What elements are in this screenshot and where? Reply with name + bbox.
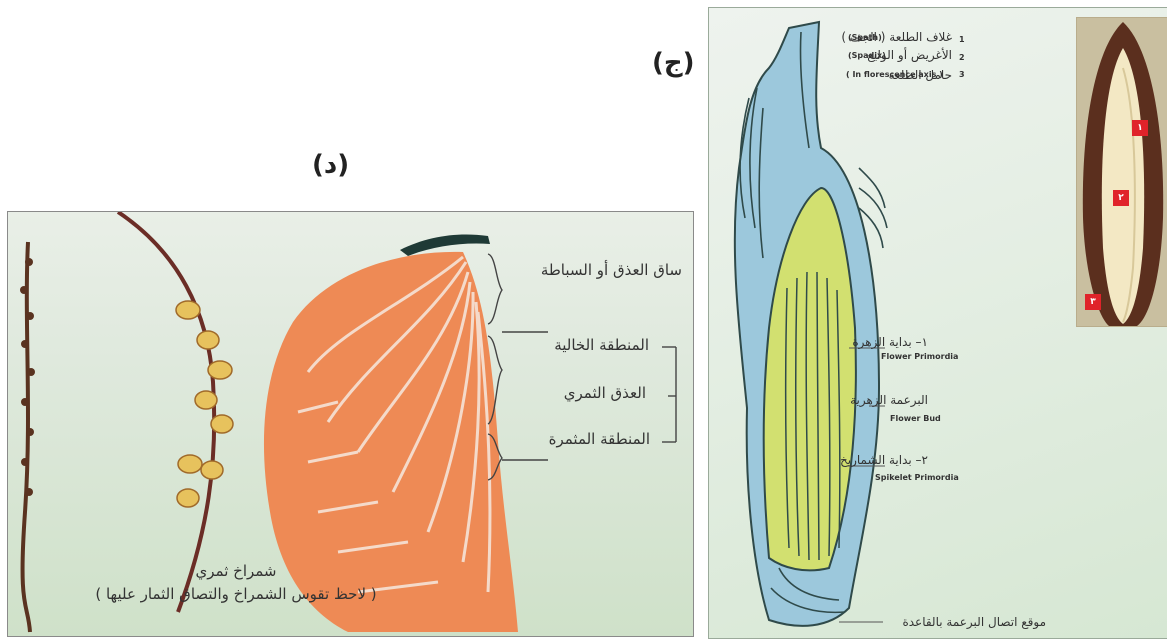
callout-flower-primordia-en: Flower Primordia [881,352,958,361]
photo-marker-3: ٣ [1085,294,1101,310]
label-stalk: ساق العذق أو السباطة [541,261,682,279]
photo-illustration [1077,18,1167,326]
photo-marker-1: ١ [1132,120,1148,136]
label-strand: شمراخ ثمري [8,562,464,580]
photo-marker-2: ٢ [1113,190,1129,206]
panel-label-d: (د) [312,150,349,180]
spathe-photo: ١ ٢ ٣ [1076,17,1167,327]
callout-flower-primordia-ar: ١– بداية الزهرة [852,335,928,349]
legend-en-3: ( In florescence axis ) [846,70,943,79]
label-fruit-bunch: العذق الثمري [564,384,646,402]
legend-num-1: 1 [959,35,965,44]
legend-en-1: (Spath) [848,33,882,42]
legend-num-2: 2 [959,53,965,62]
dates [176,301,233,507]
panel-label-j: (ج) [652,48,695,78]
callout-spikelet-en: Spikelet Primordia [875,473,959,482]
callout-spikelet-ar: ٢– بداية الشماريخ [840,453,928,467]
legend-num-3: 3 [959,70,965,79]
callout-flower-bud-ar: البرعمة الزهرية [850,393,928,407]
label-bearing-zone: المنطقة المثمرة [549,430,650,448]
callout-base-ar: موقع اتصال البرعمة بالقاعدة [902,615,1046,629]
label-empty-zone: المنطقة الخالية [554,336,649,354]
callout-flower-bud-en: Flower Bud [890,414,941,423]
panel-d-fruit-bunch: ساق العذق أو السباطة المنطقة الخالية الع… [7,211,694,637]
panel-j-spathe: 1 غلاف الطلعة ( الجف ) (Spath) 2 الأغريض… [708,7,1167,639]
legend-en-2: (Spadix) [848,51,886,60]
label-note: ( لاحظ تقوس الشمراخ والتصاق الثمار عليها… [8,585,464,603]
curved-strand [118,212,214,612]
